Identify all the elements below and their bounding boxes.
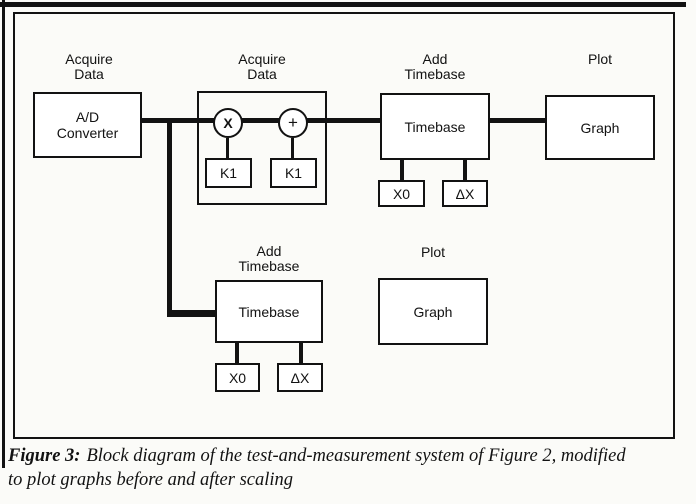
stem-timebase1-to-dx bbox=[463, 159, 467, 181]
figure-caption-label: Figure 3: bbox=[8, 446, 81, 466]
block-delta-x-2: ΔX bbox=[277, 363, 323, 392]
stem-timebase2-to-dx bbox=[299, 342, 303, 364]
stage-label-plot-1: Plot bbox=[587, 51, 613, 67]
stage-label-acquire-data-1: Acquire Data bbox=[65, 51, 113, 82]
signal-line-adc-to-timebase bbox=[141, 118, 380, 123]
block-x0-2: X0 bbox=[215, 363, 260, 392]
stage-label-add-timebase-1: Add Timebase bbox=[404, 51, 466, 82]
figure-caption: Figure 3:Block diagram of the test-and-m… bbox=[8, 444, 694, 492]
branch-line-vertical bbox=[167, 118, 172, 317]
diagram-border bbox=[13, 12, 675, 439]
block-timebase-1: Timebase bbox=[380, 93, 490, 160]
multiplier-node: X bbox=[213, 108, 243, 138]
stem-multiplier-to-k1 bbox=[226, 138, 229, 159]
block-k1-offset: K1 bbox=[270, 158, 317, 188]
block-graph-2: Graph bbox=[378, 278, 488, 345]
block-ad-converter: A/D Converter bbox=[33, 92, 142, 158]
stem-timebase2-to-x0 bbox=[235, 342, 239, 364]
stem-adder-to-k1 bbox=[291, 138, 294, 159]
block-k1-gain: K1 bbox=[205, 158, 252, 188]
adder-node: + bbox=[278, 108, 308, 138]
block-delta-x-1: ΔX bbox=[442, 180, 488, 207]
figure-caption-line1: Block diagram of the test-and-measuremen… bbox=[86, 446, 626, 466]
stage-label-add-timebase-2: Add Timebase bbox=[238, 243, 300, 274]
stage-label-acquire-data-2: Acquire Data bbox=[238, 51, 286, 82]
branch-line-horizontal bbox=[167, 310, 215, 317]
scan-artifact-left-rule bbox=[2, 0, 5, 468]
stem-timebase1-to-x0 bbox=[400, 159, 404, 181]
block-graph-1: Graph bbox=[545, 95, 655, 160]
figure-caption-line2: to plot graphs before and after scaling bbox=[8, 470, 294, 490]
block-x0-1: X0 bbox=[378, 180, 425, 207]
stage-label-plot-2: Plot bbox=[420, 244, 446, 260]
scan-artifact-top-rule bbox=[0, 2, 686, 7]
signal-line-timebase-to-graph bbox=[490, 118, 545, 123]
block-timebase-2: Timebase bbox=[215, 280, 323, 343]
block-scaling-group bbox=[197, 91, 327, 205]
